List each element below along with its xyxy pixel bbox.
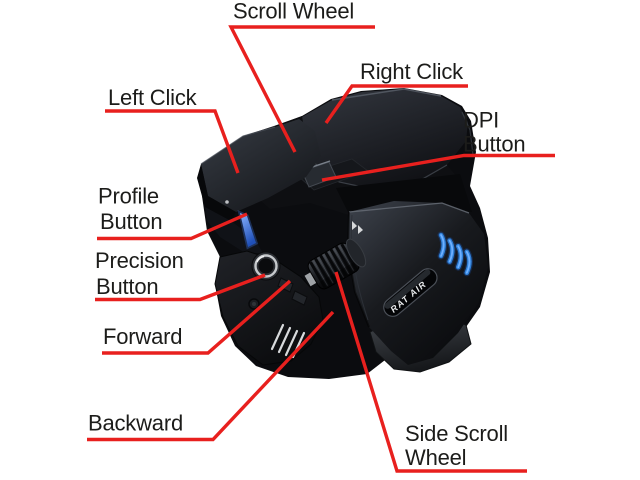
side-wheel-axle (304, 270, 320, 287)
left-click-callout-line (105, 109, 240, 174)
right-click-edge-highlight (331, 88, 442, 101)
mouse-image: RAT AIR (197, 88, 490, 379)
precision-button (251, 251, 281, 281)
screw-dot (225, 200, 229, 204)
side-scroll-label-line1: Side Scroll (405, 421, 508, 446)
backward-button (291, 290, 308, 306)
backward-callout-line (87, 310, 335, 442)
callout-lines (87, 25, 555, 473)
dpi-label-line2: Button (463, 132, 525, 157)
right-click-label: Right Click (360, 59, 464, 84)
side-scroll-callout-line (334, 271, 527, 473)
body-glyph (352, 221, 363, 234)
dpi-callout-line (321, 153, 555, 182)
thumb-rest (214, 250, 324, 366)
profile-button-led (240, 213, 256, 247)
profile-label-line2: Button (100, 209, 162, 234)
badge-gloss (384, 269, 431, 309)
precision-callout-line (95, 273, 266, 302)
dpi-label-line1: DPI (463, 108, 499, 133)
side-wheel-endcap (345, 238, 367, 268)
side-scroll-label-line2: Wheel (405, 445, 466, 470)
callout-labels: Scroll Wheel Left Click Right Click DPI … (88, 0, 526, 470)
body-seam (336, 174, 472, 212)
forward-callout-line (102, 279, 292, 355)
precision-label-line1: Precision (95, 248, 184, 273)
brand-claws-logo (437, 231, 473, 277)
precision-label-line2: Button (96, 274, 158, 299)
right-click-callout-line (324, 84, 468, 124)
side-wheel-ridges (309, 243, 358, 289)
left-click-label: Left Click (108, 85, 198, 110)
right-edge-highlight (461, 111, 474, 156)
backward-label: Backward (88, 411, 183, 436)
left-click-front-strip (197, 164, 236, 221)
palm-top-highlight (348, 202, 470, 214)
scroll-wheel-label: Scroll Wheel (233, 0, 354, 24)
side-round-button-center (252, 302, 256, 306)
thumb-grille (270, 323, 306, 359)
side-wheel-shade (318, 262, 360, 290)
profile-callout-line (97, 212, 248, 241)
forward-label: Forward (103, 324, 182, 349)
profile-label-line1: Profile (98, 184, 159, 209)
badge-pill (383, 268, 438, 317)
left-click-edge-highlight (200, 126, 276, 165)
side-scroll-wheel (304, 238, 367, 290)
scroll-wheel-callout-line (228, 25, 375, 153)
